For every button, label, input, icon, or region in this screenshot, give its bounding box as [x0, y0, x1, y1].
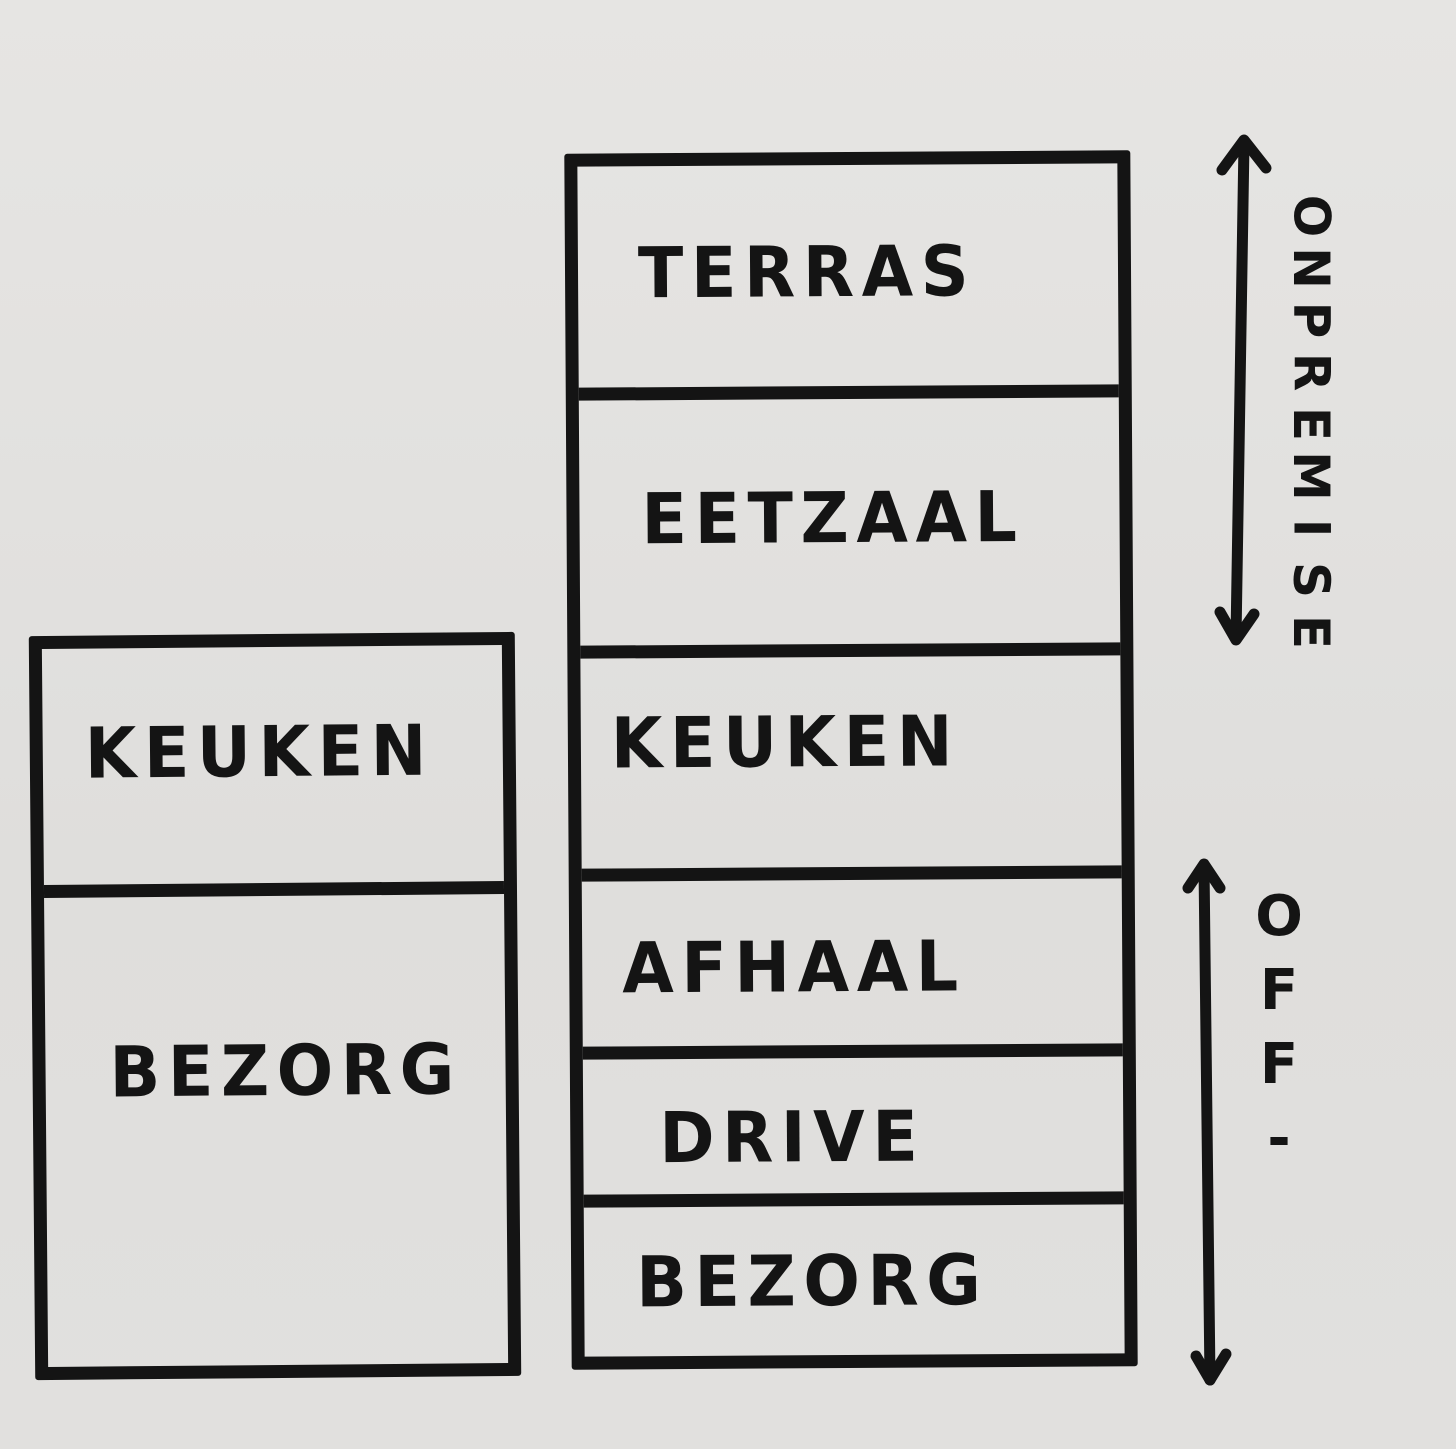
on-premise-letter: O: [1281, 194, 1340, 238]
right-block-eetzaal-label: EETZAAL: [641, 475, 1025, 561]
off-letter: F: [1259, 958, 1299, 1023]
on-premise-letter: I: [1281, 518, 1340, 538]
on-premise-double-arrow: [1214, 134, 1272, 646]
on-premise-letter: E: [1282, 614, 1340, 650]
left-block-bezorg: BEZORG: [43, 880, 509, 1367]
right-block-afhaal-label: AFHAAL: [622, 925, 966, 1010]
on-premise-letter: R: [1281, 352, 1340, 392]
right-block-keuken: KEUKEN: [580, 642, 1122, 869]
left-block-stack: KEUKEN BEZORG: [28, 631, 522, 1381]
on-premise-letter: M: [1281, 451, 1340, 501]
off-premise-double-arrow: [1182, 858, 1232, 1386]
left-block-keuken: KEUKEN: [42, 645, 504, 885]
right-block-afhaal: AFHAAL: [581, 865, 1123, 1047]
off-letter: O: [1255, 884, 1303, 949]
right-block-terras: TERRAS: [577, 163, 1118, 387]
right-block-terras-label: TERRAS: [637, 230, 977, 315]
left-block-bezorg-label: BEZORG: [109, 1028, 463, 1114]
on-premise-vertical-label: O N P R E M I S E: [1276, 190, 1346, 658]
right-block-drive-label: DRIVE: [659, 1095, 926, 1180]
right-block-eetzaal: EETZAAL: [578, 384, 1121, 646]
on-premise-letter: N: [1281, 247, 1340, 289]
right-block-drive: DRIVE: [582, 1043, 1124, 1195]
on-premise-letter: S: [1281, 561, 1340, 599]
on-premise-letter: P: [1282, 301, 1340, 339]
right-block-bezorg: BEZORG: [583, 1191, 1125, 1357]
off-premise-vertical-label: O F F -: [1244, 880, 1314, 1176]
left-block-keuken-label: KEUKEN: [84, 709, 435, 795]
off-letter: -: [1267, 1106, 1291, 1171]
off-letter: F: [1259, 1032, 1299, 1097]
right-block-stack: TERRAS EETZAAL KEUKEN AFHAAL DRIVE BEZOR…: [564, 150, 1138, 1370]
right-block-keuken-label: KEUKEN: [610, 700, 961, 785]
on-premise-letter: E: [1282, 406, 1340, 442]
right-block-bezorg-label: BEZORG: [635, 1239, 989, 1324]
